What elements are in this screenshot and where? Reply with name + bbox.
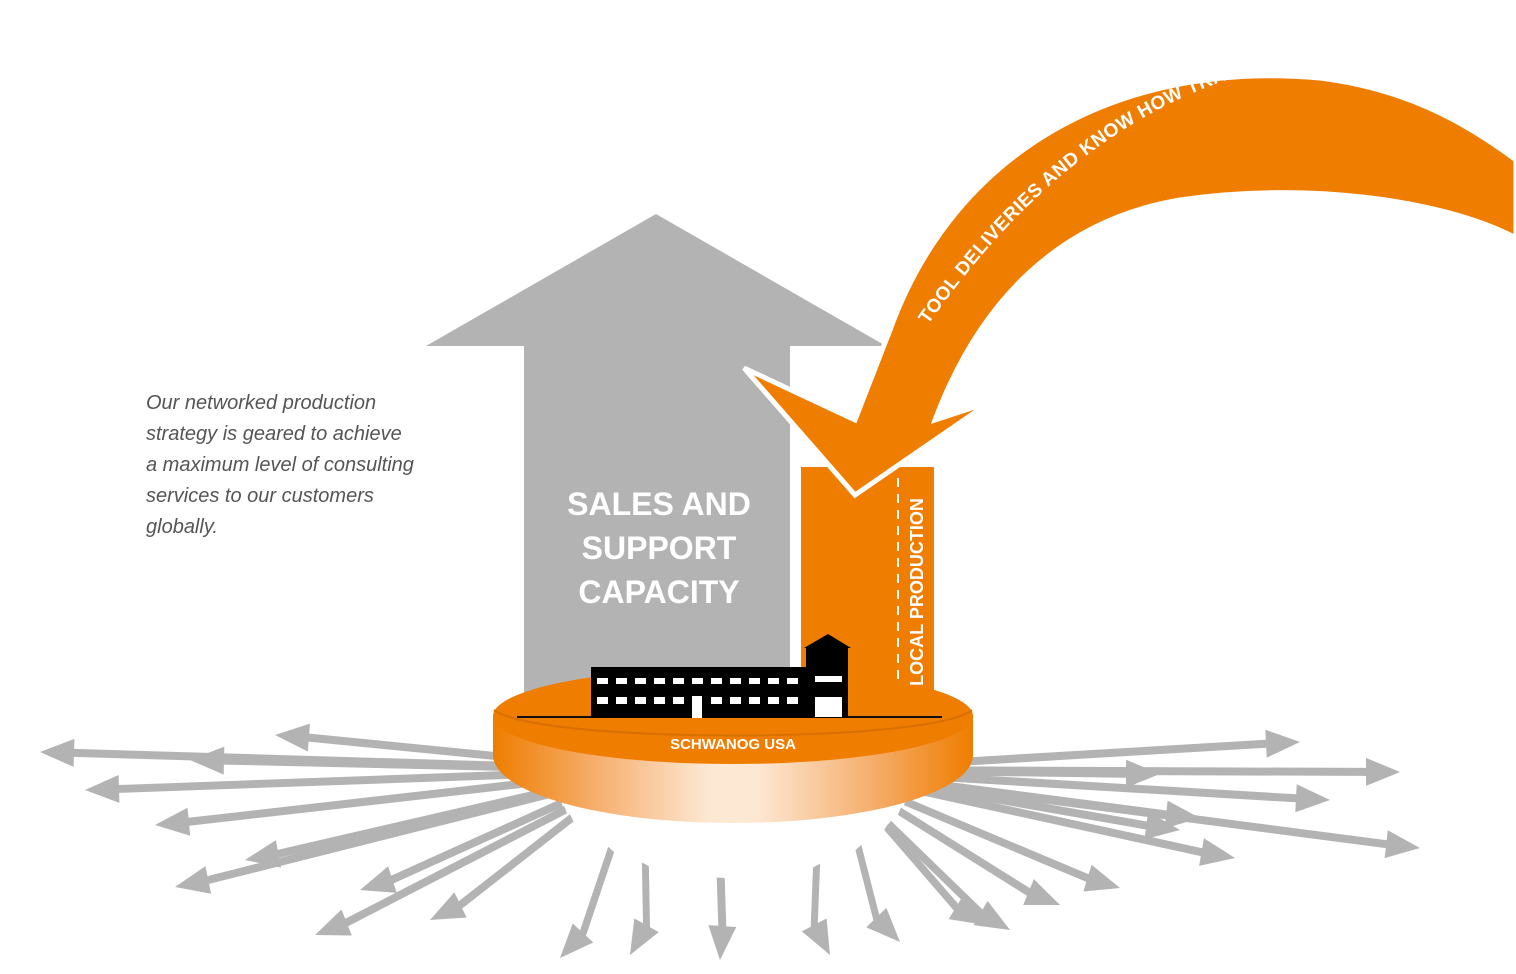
factory-window [673, 697, 684, 704]
distribution-arrow [630, 862, 659, 955]
factory-window [711, 697, 722, 704]
sales-support-label-line2: SUPPORT [582, 530, 737, 566]
factory-window [635, 678, 646, 684]
distribution-arrow [855, 844, 900, 942]
distribution-arrow [909, 784, 1235, 866]
distribution-arrow [912, 771, 1330, 813]
factory-window [616, 697, 627, 704]
sales-support-label-line3: CAPACITY [578, 574, 739, 610]
sales-support-arrow [426, 214, 886, 716]
intro-text: Our networked production strategy is gea… [146, 392, 414, 538]
tool-delivery-arrow [742, 73, 1516, 499]
sales-support-label-line1: SALES AND [567, 486, 751, 522]
factory-window [787, 678, 798, 684]
factory-window [692, 678, 703, 684]
distribution-arrow [911, 777, 1200, 829]
distribution-arrow [190, 746, 554, 775]
distribution-arrow [560, 846, 615, 958]
factory-window [635, 697, 646, 704]
distribution-arrow [897, 807, 1060, 905]
distribution-arrow [360, 799, 563, 893]
distribution-arrow [155, 776, 555, 836]
factory-window [768, 678, 779, 684]
factory-window [616, 678, 627, 684]
platform-label: SCHWANOG USA [670, 736, 796, 753]
factory-window [711, 678, 722, 684]
factory-window [730, 678, 741, 684]
distribution-arrow [430, 814, 574, 920]
distribution-arrow [708, 877, 737, 960]
local-production-label: LOCAL PRODUCTION [907, 498, 927, 686]
distribution-arrow [275, 723, 554, 766]
factory-window [654, 678, 665, 684]
factory-window [749, 678, 760, 684]
factory-window [597, 697, 608, 704]
distribution-arrow [913, 759, 1160, 788]
distribution-arrow [886, 820, 1010, 930]
factory-icon [591, 634, 851, 718]
distribution-arrow [245, 785, 557, 868]
factory-window [730, 697, 741, 704]
distribution-arrow [910, 780, 1180, 840]
distribution-arrow [913, 757, 1400, 786]
factory-window [768, 697, 779, 704]
factory-door [692, 696, 702, 718]
factory-window [673, 678, 684, 684]
platform-edge [493, 709, 973, 737]
distribution-arrow [904, 797, 1120, 892]
distribution-arrow [912, 729, 1300, 769]
distribution-arrows [40, 723, 1420, 960]
factory-window [787, 697, 798, 704]
distribution-arrow [801, 863, 830, 955]
distribution-arrow [315, 805, 567, 936]
factory-window [654, 697, 665, 704]
factory-window [597, 678, 608, 684]
factory-window [749, 697, 760, 704]
distribution-arrow [85, 769, 554, 803]
